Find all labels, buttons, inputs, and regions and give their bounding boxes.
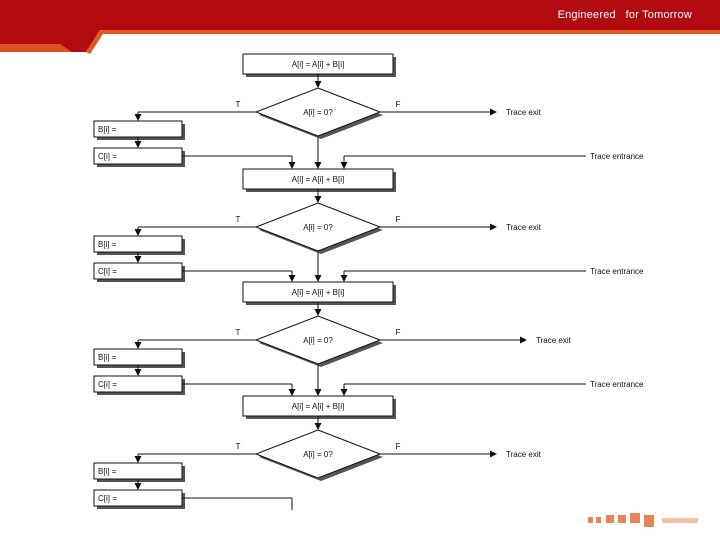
assignment-c-label-2: C[i] = bbox=[98, 267, 117, 276]
header-banner: Engineered for Tomorrow bbox=[0, 0, 720, 56]
assignment-b-label-4: B[i] = bbox=[98, 467, 117, 476]
false-label-4: F bbox=[396, 442, 401, 451]
tagline: Engineered for Tomorrow bbox=[557, 9, 692, 21]
condition-diamond-4 bbox=[254, 429, 382, 479]
trace-entrance-label-1: Trace entrance bbox=[590, 152, 644, 161]
compute-label-3: A[i] = A[i] + B[i] bbox=[292, 288, 344, 297]
trace-exit-label-3: Trace exit bbox=[536, 336, 572, 345]
condition-label-4: A[i] = 0? bbox=[303, 450, 333, 459]
assignment-c-label-3: C[i] = bbox=[98, 380, 117, 389]
condition-label-3: A[i] = 0? bbox=[303, 336, 333, 345]
true-label-1: T bbox=[236, 100, 241, 109]
assignment-c-label-1: C[i] = bbox=[98, 152, 117, 161]
false-label-2: F bbox=[396, 215, 401, 224]
true-label-3: T bbox=[236, 328, 241, 337]
trace-entrance-label-3: Trace entrance bbox=[590, 380, 644, 389]
assignment-b-label-1: B[i] = bbox=[98, 125, 117, 134]
compute-label-2: A[i] = A[i] + B[i] bbox=[292, 175, 344, 184]
true-label-2: T bbox=[236, 215, 241, 224]
trace-exit-label-1: Trace exit bbox=[506, 108, 542, 117]
assignment-b-label-3: B[i] = bbox=[98, 353, 117, 362]
false-label-1: F bbox=[396, 100, 401, 109]
compute-label-4: A[i] = A[i] + B[i] bbox=[292, 402, 344, 411]
trace-exit-label-2: Trace exit bbox=[506, 223, 542, 232]
assignment-b-label-2: B[i] = bbox=[98, 240, 117, 249]
trace-exit-label-4: Trace exit bbox=[506, 450, 542, 459]
header-bar bbox=[0, 0, 720, 54]
condition-label-1: A[i] = 0? bbox=[303, 108, 333, 117]
assignment-c-label-4: C[i] = bbox=[98, 494, 117, 503]
trace-entrance-label-2: Trace entrance bbox=[590, 267, 644, 276]
true-label-4: T bbox=[236, 442, 241, 451]
condition-label-2: A[i] = 0? bbox=[303, 223, 333, 232]
false-label-3: F bbox=[396, 328, 401, 337]
compute-label-1: A[i] = A[i] + B[i] bbox=[292, 60, 344, 69]
